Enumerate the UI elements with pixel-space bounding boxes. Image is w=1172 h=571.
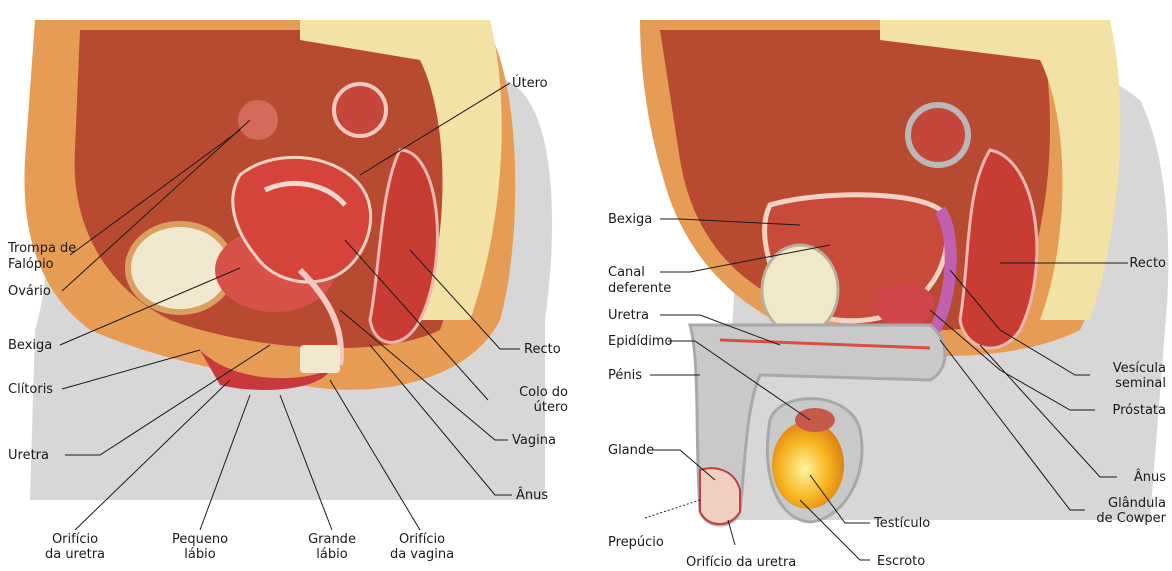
label-orificio-vagina-line1: Orifício <box>372 532 472 547</box>
label-vesicula-line1: Vesícula <box>1076 361 1166 376</box>
leader-orificio-uretra-m <box>728 520 735 545</box>
label-recto-female: Recto <box>524 342 561 357</box>
label-anus-male: Ânus <box>1100 470 1166 485</box>
label-prepucio: Prepúcio <box>608 535 664 550</box>
female-perineal-tissue <box>300 345 340 373</box>
label-vesicula-line2: seminal <box>1076 376 1166 391</box>
label-glandula-line2: de Cowper <box>1066 511 1166 526</box>
female-bowel-loop <box>334 84 386 136</box>
label-trompa-line1: Trompa de <box>8 241 76 256</box>
label-orificio-uretra-female-line2: da uretra <box>30 547 120 562</box>
male-prostate <box>875 283 935 327</box>
male-testis <box>772 421 844 509</box>
label-vagina: Vagina <box>512 433 556 448</box>
female-illustration <box>24 20 552 500</box>
label-orificio-vagina-line2: da vagina <box>372 547 472 562</box>
male-epididymis <box>795 408 835 432</box>
label-escroto: Escroto <box>877 554 925 569</box>
label-colo-line1: Colo do <box>478 385 568 400</box>
label-colo-line2: útero <box>478 400 568 415</box>
label-testiculo: Testículo <box>874 516 930 531</box>
label-utero: Útero <box>512 76 548 91</box>
label-ovario: Ovário <box>8 284 51 299</box>
female-ovary <box>238 100 278 140</box>
label-uretra-female: Uretra <box>8 448 49 463</box>
label-anus-female: Ânus <box>516 488 548 503</box>
label-uretra-male: Uretra <box>608 308 649 323</box>
label-grande-line1: Grande <box>292 532 372 547</box>
male-illustration <box>640 20 1168 525</box>
label-pequeno-line2: lábio <box>155 547 245 562</box>
label-pequeno-line1: Pequeno <box>155 532 245 547</box>
label-bexiga-male: Bexiga <box>608 212 652 227</box>
label-glandula-line1: Glândula <box>1066 496 1166 511</box>
label-orificio-uretra-female-line1: Orifício <box>30 532 120 547</box>
label-orificio-uretra-male: Orifício da uretra <box>686 555 796 570</box>
male-bowel-loop <box>908 105 968 165</box>
label-glande: Glande <box>608 443 654 458</box>
label-canal-line1: Canal <box>608 265 645 280</box>
male-pubic-bone <box>762 245 838 335</box>
label-canal-line2: deferente <box>608 281 671 296</box>
label-penis: Pénis <box>608 368 642 383</box>
label-epididimo: Epidídimo <box>608 334 672 349</box>
male-glans <box>700 468 740 524</box>
label-clitoris: Clítoris <box>8 382 53 397</box>
label-trompa-line2: Falópio <box>8 257 54 272</box>
label-grande-line2: lábio <box>292 547 372 562</box>
leader-prepucio <box>645 500 700 518</box>
label-bexiga-female: Bexiga <box>8 338 52 353</box>
label-prostata: Próstata <box>1076 403 1166 418</box>
label-recto-male: Recto <box>1100 256 1166 271</box>
